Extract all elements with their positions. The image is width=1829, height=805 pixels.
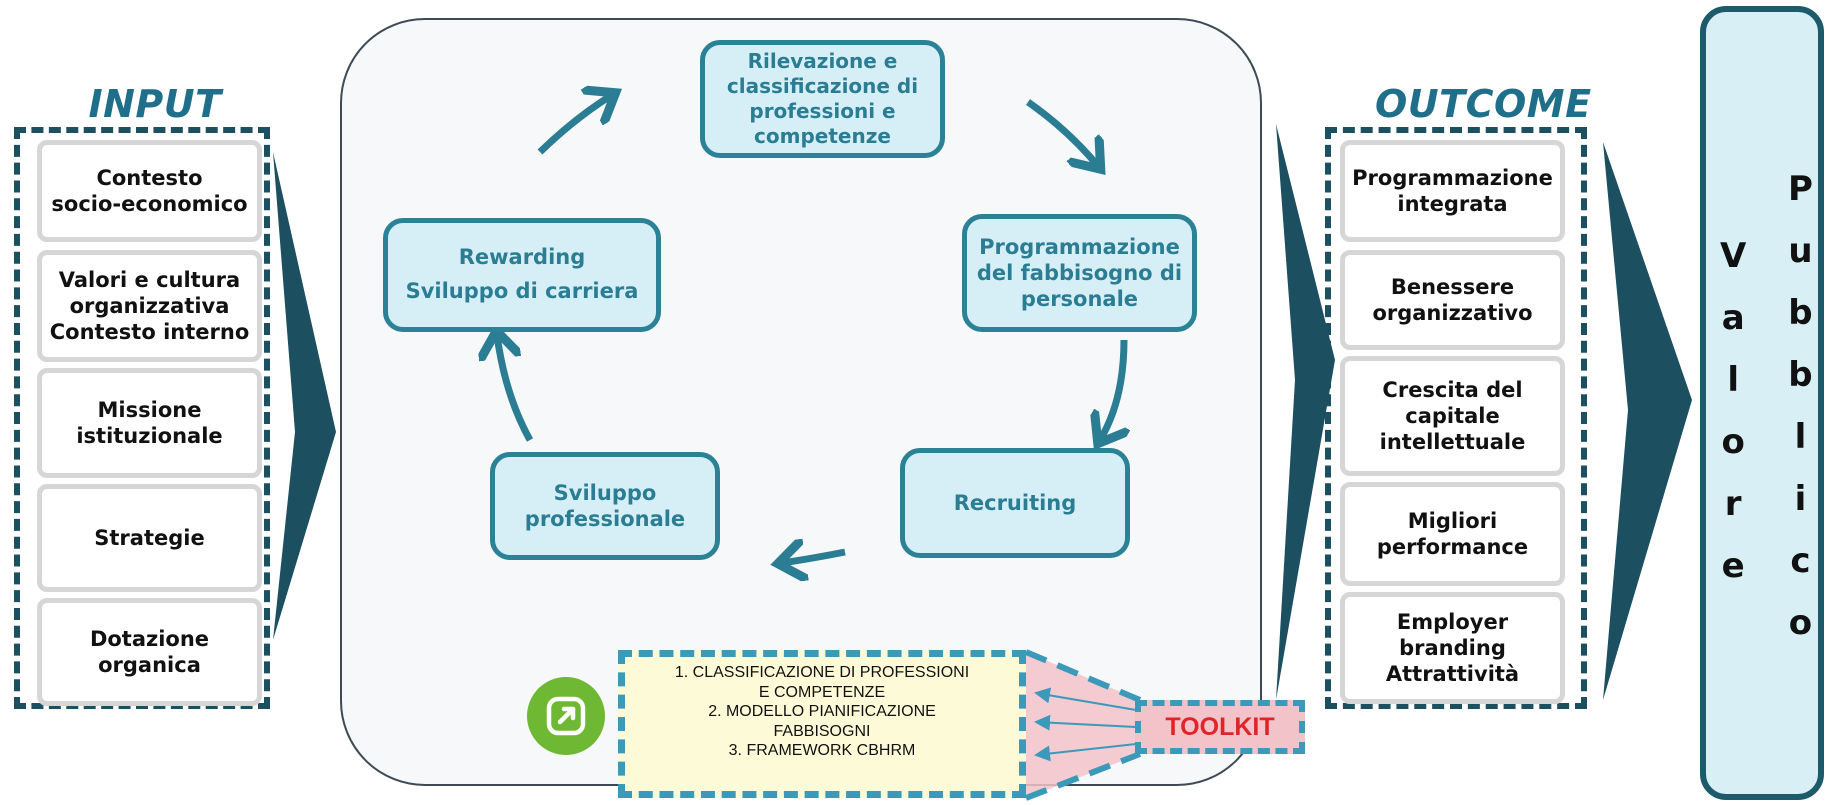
outcome-item-performance: Migliori performance — [1340, 482, 1565, 586]
cycle-box-recruiting: Recruiting — [900, 448, 1130, 558]
cycle-box-sviluppo-professionale: Sviluppo professionale — [490, 452, 720, 560]
toolkit-line-2: E COMPETENZE — [758, 683, 886, 701]
outcome-item-employer: Employer branding Attrattività — [1340, 592, 1565, 704]
outcome-item-benessere: Benessere organizzativo — [1340, 250, 1565, 350]
input-item-strategie: Strategie — [37, 484, 262, 592]
arrow-programmazione-to-recruiting — [1100, 339, 1124, 440]
word1-letter-4: r — [1724, 484, 1742, 524]
cycle-box-programmazione: Programmazione del fabbisogno di persona… — [962, 214, 1197, 332]
input-item-dotazione: Dotazione organica — [37, 598, 262, 706]
input-title: INPUT — [88, 82, 222, 126]
input-frame — [14, 127, 270, 709]
toolkit-pointer-1 — [1034, 687, 1137, 711]
cycle-box-rewarding: Rewarding Sviluppo di carriera — [383, 218, 661, 332]
word1-letter-2: l — [1727, 360, 1739, 400]
word2-letter-3: b — [1788, 355, 1813, 395]
word2-letter-7: o — [1788, 603, 1813, 643]
input-item-missione: Missione istituzionale — [37, 368, 262, 478]
toolkit-line-3: 2. MODELLO PIANIFICAZIONE — [708, 703, 936, 721]
arrow-rewarding-to-rilevazione — [537, 95, 612, 155]
toolkit-line-4: FABBISOGNI — [773, 722, 871, 740]
toolkit-list: 1. CLASSIFICAZIONE DI PROFESSIONI E COMP… — [618, 650, 1026, 798]
outcome-title: OUTCOME — [1375, 82, 1592, 126]
cycle-to-outcome-chevron — [1276, 124, 1335, 700]
input-item-contesto: Contesto socio-economico — [37, 140, 262, 242]
toolkit-pointer-3 — [1034, 743, 1137, 762]
outcome-frame — [1325, 127, 1587, 709]
word1-letter-5: e — [1721, 546, 1745, 586]
word2-letter-2: b — [1788, 293, 1813, 333]
arrow-recruiting-to-sviluppo — [782, 552, 846, 563]
input-item-valori: Valori e cultura organizzativa Contesto … — [37, 250, 262, 362]
word1-letter-3: o — [1721, 422, 1745, 462]
toolkit-label: TOOLKIT — [1135, 700, 1305, 754]
toolkit-pointer-2 — [1034, 714, 1137, 731]
word2-letter-6: c — [1790, 541, 1811, 581]
input-to-cycle-chevron — [273, 152, 336, 640]
cycle-box-rilevazione: Rilevazione e classificazione di profess… — [700, 40, 945, 158]
valore-pubblico-panel — [1700, 6, 1824, 800]
toolkit-line-5: 3. FRAMEWORK CBHRM — [728, 742, 916, 760]
word1-letter-0: V — [1720, 236, 1747, 276]
arrow-sviluppo-to-rewarding — [497, 335, 534, 442]
word2-letter-5: i — [1794, 479, 1807, 519]
word1-letter-1: a — [1721, 298, 1745, 338]
external-link-icon[interactable] — [527, 677, 605, 755]
outcome-item-crescita: Crescita del capitale intellettuale — [1340, 356, 1565, 476]
outcome-to-value-chevron — [1603, 142, 1692, 700]
external-link-glyph — [546, 696, 586, 736]
outcome-item-programmazione: Programmazione integrata — [1340, 140, 1565, 242]
word2-letter-0: P — [1788, 169, 1813, 209]
word2-letter-1: u — [1788, 231, 1813, 271]
arrow-rilevazione-to-programmazione — [1025, 99, 1098, 166]
word2-letter-4: l — [1794, 417, 1807, 457]
toolkit-line-1: 1. CLASSIFICAZIONE DI PROFESSIONI — [674, 664, 970, 681]
